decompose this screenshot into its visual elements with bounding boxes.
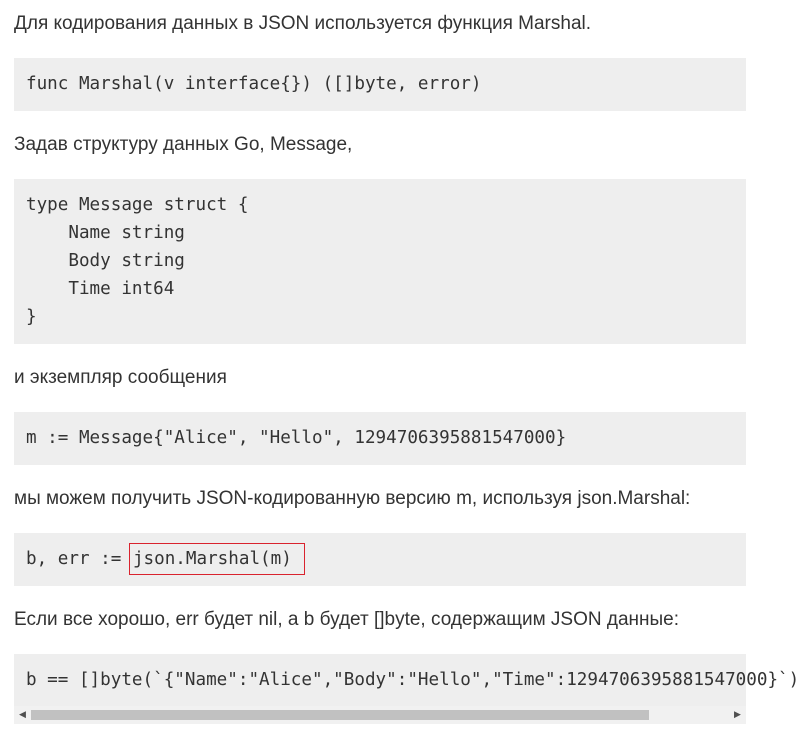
code-line: func Marshal(v interface{}) ([]byte, err…	[26, 74, 482, 94]
code-line: m := Message{"Alice", "Hello", 129470639…	[26, 428, 567, 448]
code-block-result: b == []byte(`{"Name":"Alice","Body":"Hel…	[14, 654, 799, 706]
marshal-intro-paragraph: мы можем получить JSON-кодированную верс…	[14, 488, 691, 509]
code-line: }	[26, 307, 37, 327]
scrollbar-thumb[interactable]	[31, 710, 649, 720]
code-line: type Message struct {	[26, 195, 249, 215]
horizontal-scrollbar[interactable]: ◀ ▶	[14, 706, 746, 724]
code-call-prefix: b, err :=	[26, 549, 132, 569]
highlighted-code: json.Marshal(m)	[128, 543, 305, 575]
code-line: Body string	[26, 251, 185, 271]
instance-intro-paragraph: и экземпляр сообщения	[14, 367, 227, 388]
code-block-marshal-call: b, err := json.Marshal(m)	[14, 533, 746, 586]
scroll-right-icon[interactable]: ▶	[734, 710, 741, 720]
struct-intro-paragraph: Задав структуру данных Go, Message,	[14, 134, 353, 155]
code-line: Time int64	[26, 279, 175, 299]
intro-paragraph: Для кодирования данных в JSON использует…	[14, 13, 592, 34]
code-line: b == []byte(`{"Name":"Alice","Body":"Hel…	[26, 670, 799, 690]
scroll-left-icon[interactable]: ◀	[19, 710, 26, 720]
result-intro-paragraph: Если все хорошо, err будет nil, а b буде…	[14, 609, 680, 630]
code-line: Name string	[26, 223, 185, 243]
code-block-struct: type Message struct { Name string Body s…	[14, 179, 746, 344]
code-block-instance: m := Message{"Alice", "Hello", 129470639…	[14, 412, 746, 465]
code-block-marshal-signature: func Marshal(v interface{}) ([]byte, err…	[14, 58, 746, 111]
code-line: b, err := json.Marshal(m)	[26, 543, 746, 575]
